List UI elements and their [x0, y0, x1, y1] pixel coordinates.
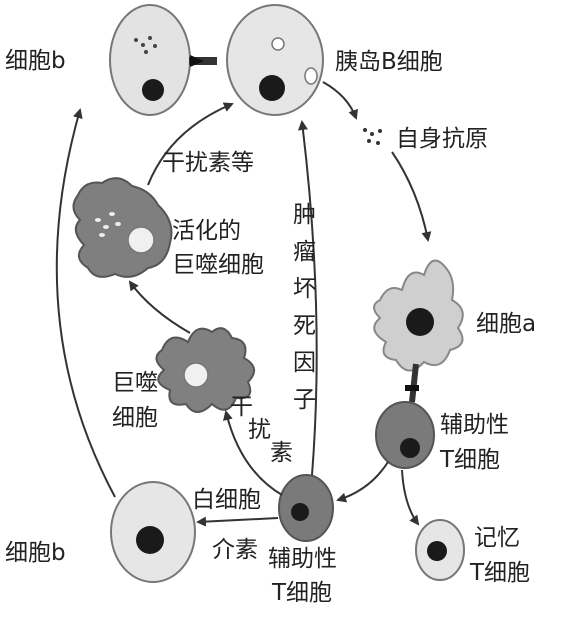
label-activated-macrophage-1: 活化的: [172, 218, 241, 244]
label-memory-t-2: T细胞: [469, 560, 530, 586]
macrophage: [155, 327, 255, 413]
arrow-helper-right-to-memory: [401, 469, 420, 526]
label-helper-t-right-1: 辅助性: [440, 412, 509, 438]
label-cell-b-bottom: 细胞b: [5, 540, 66, 566]
label-memory-t-1: 记忆: [474, 525, 520, 551]
label-tnf-char-2: 瘤: [293, 239, 316, 265]
label-interferon-char-1: 干: [230, 394, 253, 420]
arrow-activated-to-islet: [147, 102, 234, 186]
cell-a: [373, 259, 464, 372]
label-activated-macrophage-2: 巨噬细胞: [172, 252, 264, 278]
autoantigen-dots: [363, 128, 382, 145]
label-macrophage-1: 巨噬: [112, 370, 158, 396]
memory-t-cell: [415, 519, 465, 581]
label-tnf-char-5: 因: [293, 350, 316, 376]
label-tnf-char-4: 死: [293, 313, 316, 339]
label-autoantigen: 自身抗原: [396, 126, 488, 152]
arrow-cell-b-bottom-to-top: [55, 108, 116, 498]
arrow-interferon-to-macrophage: [223, 410, 283, 496]
cell-b-top: [109, 4, 191, 116]
arrow-interleukin-to-cell-b: [196, 516, 279, 527]
cell-junction: [189, 55, 217, 67]
islet-b-cell: [226, 4, 324, 116]
label-tnf-char-6: 子: [293, 387, 316, 413]
label-helper-t-bottom-1: 辅助性: [268, 546, 337, 572]
cell-a-helper-junction: [405, 363, 419, 403]
label-interleukin-2: 介素: [212, 537, 258, 563]
label-tnf-char-1: 肿: [293, 202, 316, 228]
label-interleukin-1: 白细胞: [192, 487, 261, 513]
activated-macrophage: [72, 177, 173, 278]
label-interferon-char-3: 素: [270, 440, 293, 466]
arrow-tnf-to-islet: [298, 120, 318, 476]
arrow-islet-to-antigen: [322, 81, 358, 120]
label-cell-b-top: 细胞b: [5, 48, 66, 74]
helper-t-cell-bottom: [278, 474, 334, 542]
label-macrophage-2: 细胞: [112, 405, 158, 431]
label-helper-t-bottom-2: T细胞: [271, 580, 332, 606]
helper-t-cell-right: [375, 401, 435, 469]
label-islet-b-cell: 胰岛B细胞: [335, 49, 443, 75]
label-helper-t-right-2: T细胞: [439, 447, 500, 473]
cell-b-bottom: [110, 481, 196, 583]
arrow-antigen-to-cell-a: [391, 151, 432, 242]
label-tnf-char-3: 坏: [293, 276, 316, 302]
label-interferon-etc: 干扰素等: [162, 150, 254, 176]
arrow-helper-right-to-bottom: [336, 461, 389, 503]
label-cell-a: 细胞a: [476, 311, 536, 337]
label-interferon-char-2: 扰: [248, 417, 271, 443]
arrow-macrophage-to-activated: [128, 280, 191, 334]
